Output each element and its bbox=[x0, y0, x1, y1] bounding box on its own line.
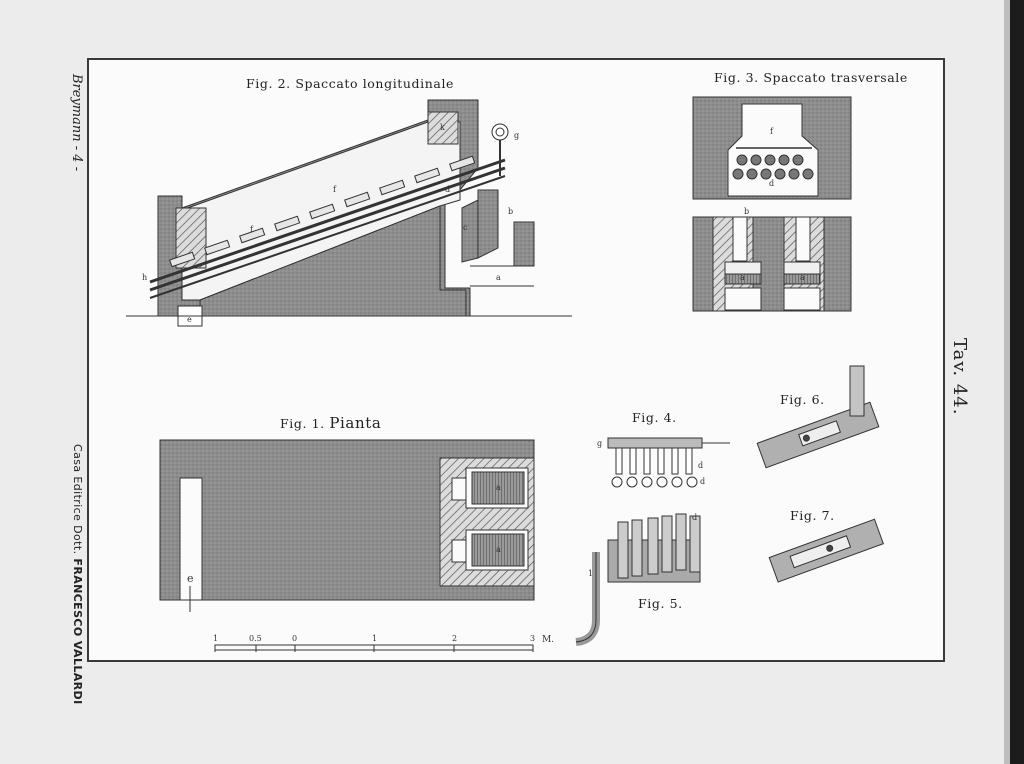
fig1-letter-a-1: a bbox=[496, 483, 501, 492]
fig2-letter-g: g bbox=[514, 131, 519, 140]
fig7-title: Fig. 7. bbox=[790, 508, 835, 523]
fig6-drawing bbox=[756, 365, 880, 469]
fig4-letter-g: g bbox=[597, 439, 602, 448]
scale-tick-6: 3 bbox=[530, 634, 535, 643]
fig3-drawing-lower bbox=[692, 216, 852, 312]
fig2-letter-k: k bbox=[440, 123, 445, 132]
fig4-letter-d-2: d bbox=[700, 477, 705, 486]
fig3-letter-b: b bbox=[744, 207, 749, 216]
publisher-credit: Casa Editrice Dott. FRANCESCO VALLARDI bbox=[71, 444, 84, 705]
fig1-label: Fig. 1. bbox=[280, 416, 325, 431]
fig1-title: Fig. 1. Pianta bbox=[280, 414, 381, 432]
fig5-drawing bbox=[575, 513, 701, 646]
scale-tick-1: 1 bbox=[213, 634, 218, 643]
fig2-title: Fig. 2. Spaccato longitudinale bbox=[246, 76, 455, 91]
fig1-name: Pianta bbox=[329, 414, 382, 432]
fig2-letter-d: d bbox=[445, 185, 450, 194]
fig4-letter-d-1: d bbox=[698, 461, 703, 470]
fig3-letter-d: d bbox=[769, 179, 774, 188]
fig2-drawing bbox=[126, 99, 572, 327]
publisher-name: FRANCESCO VALLARDI bbox=[71, 558, 84, 705]
scale-tick-5: 2 bbox=[452, 634, 457, 643]
fig7-drawing bbox=[768, 518, 884, 583]
author-credit: Breymann - 4 - bbox=[69, 74, 84, 172]
fig3-title: Fig. 3. Spaccato trasversale bbox=[714, 70, 908, 85]
fig4-title: Fig. 4. bbox=[632, 410, 677, 425]
fig5-letter-d: d bbox=[692, 513, 697, 522]
fig3-letter-f: f bbox=[770, 127, 774, 136]
fig1-drawing bbox=[159, 439, 535, 612]
fig2-letter-h: h bbox=[142, 273, 147, 282]
fig3-letter-a-1: a bbox=[740, 273, 745, 282]
page-edge-highlight bbox=[1004, 0, 1010, 764]
fig3-drawing-upper bbox=[692, 96, 852, 200]
fig6-title: Fig. 6. bbox=[780, 392, 825, 407]
scale-tick-2: 0.5 bbox=[249, 634, 262, 643]
plate-number: Tav. 44. bbox=[949, 338, 970, 416]
fig5-letter-1: 1 bbox=[588, 569, 593, 578]
fig2-letter-c: c bbox=[463, 223, 468, 232]
fig3-letter-a-2: a bbox=[800, 273, 805, 282]
fig2-letter-f-2: f bbox=[333, 185, 337, 194]
fig1-letter-a-2: a bbox=[496, 545, 501, 554]
fig1-letter-e: e bbox=[187, 572, 194, 585]
fig2-letter-a: a bbox=[496, 273, 501, 282]
fig4-drawing bbox=[607, 437, 730, 488]
scale-bar bbox=[214, 644, 534, 652]
scale-tick-4: 1 bbox=[372, 634, 377, 643]
scale-unit: M. bbox=[542, 635, 554, 645]
fig5-title: Fig. 5. bbox=[638, 596, 683, 611]
publisher-prefix: Casa Editrice Dott. bbox=[71, 444, 84, 559]
fig2-letter-e: e bbox=[187, 315, 192, 324]
fig2-letter-b: b bbox=[508, 207, 513, 216]
scale-tick-3: 0 bbox=[292, 634, 297, 643]
fig2-letter-f-1: f bbox=[250, 225, 254, 234]
